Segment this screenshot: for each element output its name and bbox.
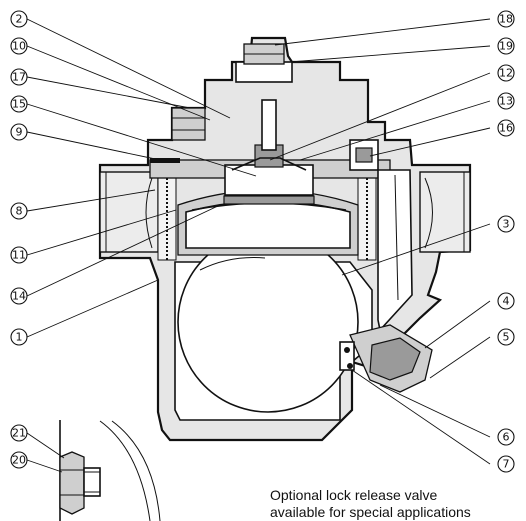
discharge-riser [377,169,413,332]
callout-10: 10 [10,37,28,55]
callout-1: 1 [10,328,28,346]
float-chamber [174,231,373,421]
top-plug [235,43,293,83]
svg-text:20: 20 [12,454,26,467]
callout-5: 5 [497,328,515,346]
note-line-1: Optional lock release valve [270,487,438,503]
callout-9: 9 [10,123,28,141]
svg-text:12: 12 [499,67,513,80]
callout-18: 18 [497,10,515,28]
svg-text:21: 21 [12,427,26,440]
svg-text:10: 10 [12,40,26,53]
callout-20: 20 [10,451,28,469]
callout-12: 12 [497,64,515,82]
inlet-port [99,171,159,253]
thermal-element [177,189,359,256]
callout-3: 3 [497,215,515,233]
svg-text:8: 8 [16,205,23,218]
svg-text:2: 2 [16,13,23,26]
leader-lines [26,18,491,473]
svg-text:17: 17 [12,71,26,84]
callout-13: 13 [497,92,515,110]
callout-15: 15 [10,95,28,113]
svg-text:5: 5 [503,331,510,344]
callout-16: 16 [497,119,515,137]
callout-4: 4 [497,292,515,310]
svg-text:15: 15 [12,98,26,111]
strainer-screen [157,177,377,261]
float-ball [177,231,359,413]
svg-text:19: 19 [499,40,513,53]
svg-text:14: 14 [12,290,26,303]
callout-8: 8 [10,202,28,220]
callout-11: 11 [10,246,28,264]
svg-text:16: 16 [499,122,513,135]
gasket [150,158,180,163]
svg-text:9: 9 [16,126,23,139]
outlet-port [419,171,471,253]
callout-21: 21 [10,424,28,442]
svg-text:1: 1 [16,331,23,344]
lock-release-valve-inset [59,420,161,521]
valve-seat-assembly [339,324,433,393]
svg-text:3: 3 [503,218,510,231]
callout-6: 6 [497,428,515,446]
note-line-2: available for special applications [270,504,471,520]
svg-text:11: 11 [12,249,26,262]
svg-text:7: 7 [503,458,510,471]
callout-2: 2 [10,10,28,28]
callout-7: 7 [497,455,515,473]
svg-text:6: 6 [503,431,510,444]
hex-plug [171,107,206,141]
svg-text:13: 13 [499,95,513,108]
svg-text:18: 18 [499,13,513,26]
lock-release-valve-note: Optional lock release valve available fo… [270,487,526,521]
callout-17: 17 [10,68,28,86]
callout-19: 19 [497,37,515,55]
svg-text:4: 4 [503,295,510,308]
callout-14: 14 [10,287,28,305]
